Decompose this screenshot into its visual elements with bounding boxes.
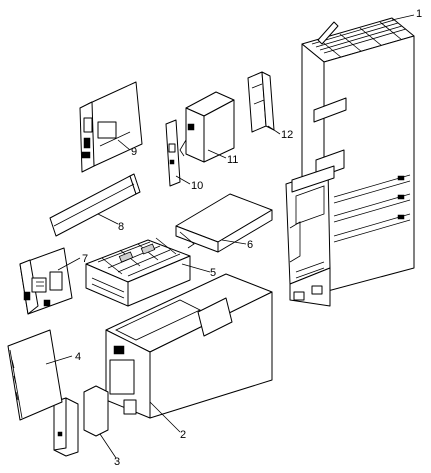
leader-4 — [45, 355, 73, 365]
callout-10: 10 — [191, 180, 203, 192]
leader-5 — [181, 263, 211, 273]
part-4-panel-card — [7, 329, 63, 421]
callout-1: 1 — [416, 8, 422, 20]
callout-4: 4 — [75, 351, 81, 363]
callout-2: 2 — [180, 429, 186, 441]
part-8-adapter-card — [49, 173, 141, 237]
part-5-cage — [85, 237, 191, 307]
part-11-power-supply — [179, 91, 235, 163]
leader-lines — [45, 14, 415, 459]
leader-7 — [57, 257, 81, 271]
callouts: 1 2 3 4 5 6 7 8 9 10 11 12 — [75, 8, 422, 468]
leader-11 — [207, 149, 227, 159]
leader-3 — [99, 433, 117, 459]
callout-8: 8 — [118, 221, 124, 233]
part-12-cover-bracket — [247, 71, 275, 133]
part-9-pci-card — [79, 81, 143, 173]
leader-12 — [267, 125, 281, 135]
callout-6: 6 — [247, 239, 253, 251]
callout-7: 7 — [82, 253, 88, 265]
part-3-module — [53, 385, 109, 457]
leader-10 — [175, 175, 191, 185]
part-2-cabinet — [105, 273, 273, 419]
callout-12: 12 — [281, 129, 293, 141]
leader-6 — [221, 239, 247, 245]
leader-8 — [97, 213, 119, 225]
leader-2 — [149, 401, 181, 433]
part-7-bracket — [19, 247, 73, 315]
leader-9 — [117, 139, 131, 151]
part-10-bezel-plate — [165, 119, 181, 187]
callout-5: 5 — [210, 267, 216, 279]
callout-9: 9 — [131, 146, 137, 158]
part-1-chassis — [285, 17, 415, 307]
part-6-drive-tray — [175, 193, 273, 253]
leader-1 — [391, 14, 415, 21]
callout-11: 11 — [227, 154, 238, 166]
callout-3: 3 — [114, 456, 120, 468]
